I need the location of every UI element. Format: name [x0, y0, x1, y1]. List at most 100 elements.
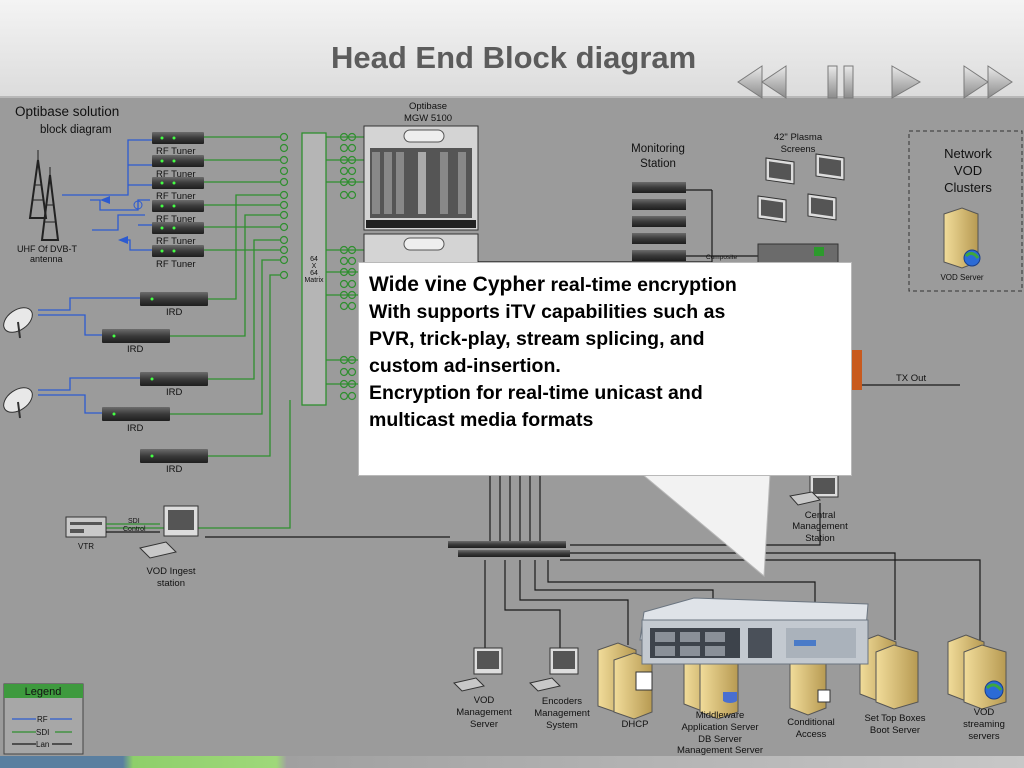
plasma-title-2: Screens: [781, 144, 816, 155]
vod-clusters-title-2: VOD: [954, 163, 982, 178]
sdi-lines: [105, 136, 291, 529]
matrix-to-mgw-lines: [326, 136, 364, 385]
middleware-label: Middleware: [696, 710, 745, 721]
legend: [3, 683, 84, 755]
callout-line6: multicast media formats: [369, 409, 594, 431]
monitoring-title-2: Station: [640, 158, 676, 170]
legend-item-sdi: SDI: [36, 728, 49, 737]
vod-clusters-box: [908, 130, 1023, 292]
stb-boot-server-icon: [859, 634, 919, 710]
sdi-label: SDI: [128, 518, 140, 525]
vod-mgmt-label-2: Management: [456, 707, 512, 718]
legend-item-rf: RF: [37, 715, 48, 724]
vod-server-icon: [943, 207, 981, 269]
callout-line3: PVR, trick-play, stream splicing, and: [369, 328, 705, 350]
middleware-label-4: Management Server: [677, 745, 763, 756]
vod-ingest-label: VOD Ingest: [146, 566, 195, 577]
ird-label-5: IRD: [166, 464, 183, 475]
ca-label-2: Access: [796, 729, 827, 740]
plasma-title: 42" Plasma: [774, 132, 823, 143]
solution-title: Optibase solution: [15, 104, 119, 119]
legend-title: Legend: [25, 686, 62, 698]
rf-tuner-label-1: RF Tuner: [156, 146, 196, 157]
matrix-label-2: X: [312, 263, 317, 270]
ird-stack: [102, 292, 208, 463]
dhcp-server-icon: [597, 642, 653, 720]
solution-subtitle: block diagram: [40, 124, 112, 136]
rack-server-image: [639, 597, 869, 665]
vod-mgmt-label-3: Server: [470, 719, 498, 730]
rf-lines: [62, 139, 152, 251]
encoders-label-3: System: [546, 720, 578, 731]
control-label: Control: [123, 526, 146, 533]
vod-streaming-label: VOD: [974, 707, 995, 718]
callout-line1: real-time encryption: [545, 274, 737, 296]
bottom-decor-bar: [0, 756, 1024, 768]
vod-streaming-label-3: servers: [968, 731, 999, 742]
satellite-rf-lines: [38, 297, 140, 414]
vod-streaming-label-2: streaming: [963, 719, 1005, 730]
legend-item-lan: Lan: [36, 740, 49, 749]
fast-forward-icon[interactable]: [963, 65, 1013, 99]
antenna-label: UHF Of DVB-T: [17, 244, 78, 254]
patch-connectors-left: [279, 132, 289, 280]
rf-tuner-label-3: RF Tuner: [156, 191, 196, 202]
callout-line2: With supports iTV capabilities such as: [369, 301, 726, 323]
middleware-label-3: DB Server: [698, 734, 742, 745]
mgw-title: Optibase: [409, 101, 447, 112]
callout-line5: Encryption for real-time unicast and: [369, 382, 703, 404]
monitoring-title: Monitoring: [631, 143, 685, 155]
antenna-icon: [28, 150, 60, 241]
modulator-box: [850, 350, 862, 390]
vtr-label: VTR: [78, 542, 94, 551]
ca-label: Conditional: [787, 717, 835, 728]
encoders-management-icon: [529, 647, 579, 692]
encoders-label-2: Management: [534, 708, 590, 719]
dhcp-label: DHCP: [622, 719, 649, 730]
mgw-5100-unit-2: [363, 233, 479, 265]
vod-mgmt-label: VOD: [474, 695, 495, 706]
callout-box: Wide vine Cypher real-time encryption Wi…: [358, 262, 852, 476]
rf-tuner-stack: [152, 132, 204, 257]
satellite-dish-icon: [3, 307, 33, 419]
callout-line4: custom ad-insertion.: [369, 355, 561, 377]
vod-streaming-server-icon: [947, 634, 1007, 710]
slide-navigation: [737, 65, 1013, 99]
callout-lead: Wide vine Cypher: [369, 273, 546, 296]
header-band: [0, 0, 1024, 98]
slide-title: Head End Block diagram: [331, 40, 697, 75]
callout-tail: [640, 473, 771, 578]
stb-label-2: Boot Server: [870, 725, 920, 736]
ird-label-1: IRD: [166, 307, 183, 318]
matrix-switch: [301, 132, 327, 406]
ird-label-4: IRD: [127, 423, 144, 434]
pause-icon[interactable]: [827, 65, 854, 99]
matrix-label-1: 64: [310, 256, 318, 263]
rf-tuner-label-4: RF Tuner: [156, 214, 196, 225]
ird-label-3: IRD: [166, 387, 183, 398]
play-icon[interactable]: [891, 65, 922, 99]
network-switch: [448, 541, 570, 557]
rf-tuner-label-2: RF Tuner: [156, 169, 196, 180]
encoders-label: Encoders: [542, 696, 582, 707]
rf-tuner-label-5: RF Tuner: [156, 236, 196, 247]
rewind-icon[interactable]: [737, 65, 787, 99]
tx-out-label: TX Out: [896, 373, 926, 384]
mgw-5100-unit-1: [363, 125, 479, 231]
mgw-title-2: MGW 5100: [404, 113, 452, 124]
vod-clusters-title: Network: [944, 146, 992, 161]
stb-label: Set Top Boxes: [864, 713, 925, 724]
antenna-label-2: antenna: [30, 254, 63, 264]
vod-server-label: VOD Server: [940, 273, 983, 282]
vtr-icon: [65, 516, 107, 538]
vod-ingest-icon: [139, 505, 199, 559]
monitoring-decoders: [632, 182, 686, 261]
middleware-label-2: Application Server: [681, 722, 758, 733]
matrix-label-3: 64: [310, 270, 318, 277]
matrix-label-4: Matrix: [304, 277, 324, 284]
vod-ingest-label-2: station: [157, 578, 185, 589]
plasma-screen-icons: [757, 153, 845, 223]
composite-label: Composite: [706, 254, 737, 261]
